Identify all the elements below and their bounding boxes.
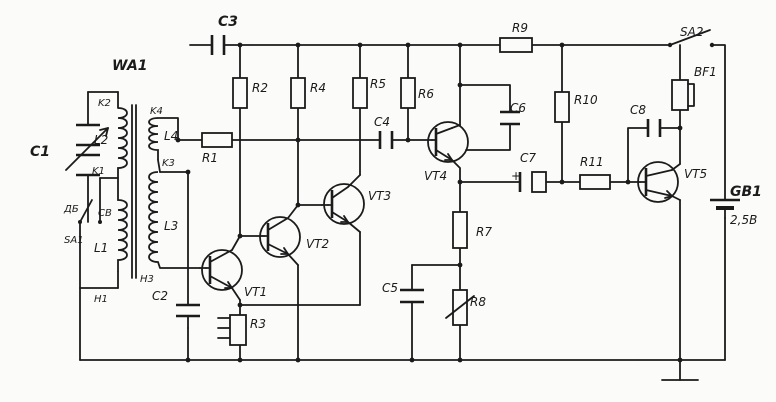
label-k4: K4 <box>150 106 163 117</box>
label-cb: CB <box>98 208 112 219</box>
label-vt4: VT4 <box>424 169 447 183</box>
capacitor-c7 <box>518 171 547 193</box>
label-r7: R7 <box>476 225 492 239</box>
label-r6: R6 <box>418 87 434 101</box>
label-voltage: 2,5В <box>730 213 757 227</box>
label-c7: C7 <box>520 151 536 165</box>
inductor-l2 <box>117 107 128 178</box>
label-plus: + <box>511 169 521 183</box>
capacitor-c6 <box>500 110 520 126</box>
resistor-r1 <box>201 132 233 148</box>
resistor-r3 <box>229 314 247 346</box>
inductor-l1 <box>117 178 128 272</box>
resistors <box>201 37 611 346</box>
label-r11: R11 <box>580 155 604 169</box>
earphone-bf1 <box>671 79 695 111</box>
battery-gb1 <box>710 198 740 219</box>
label-vt3: VT3 <box>368 189 391 203</box>
label-bf1: BF1 <box>694 65 717 79</box>
label-sa1: SA1 <box>64 235 84 246</box>
label-sa2: SA2 <box>680 25 703 39</box>
label-h1: H1 <box>94 294 108 305</box>
resistor-r6 <box>400 77 416 109</box>
capacitor-c3 <box>210 35 226 55</box>
transistor-vt5 <box>637 161 679 203</box>
label-k3: K3 <box>162 158 175 169</box>
label-r1: R1 <box>202 151 218 165</box>
label-c8: C8 <box>630 103 646 117</box>
transistors <box>201 121 679 291</box>
label-wa1: WA1 <box>112 58 148 74</box>
capacitor-c5 <box>400 288 424 304</box>
resistor-r10 <box>554 91 570 123</box>
label-c1: C1 <box>30 144 50 160</box>
r8-trim-arrow <box>445 295 475 319</box>
label-h3: H3 <box>140 274 154 285</box>
junctions <box>175 42 683 363</box>
inductor-l4 <box>148 117 159 160</box>
label-db: ДБ <box>63 204 79 215</box>
capacitor-c4 <box>378 131 394 149</box>
label-gb1: GB1 <box>730 184 762 200</box>
resistor-r5 <box>352 77 368 109</box>
capacitor-c8 <box>646 119 662 137</box>
label-l2: L2 <box>94 133 108 147</box>
label-vt1: VT1 <box>244 285 267 299</box>
label-l1: L1 <box>94 241 108 255</box>
capacitor-c2 <box>176 303 200 329</box>
labels: WA1 C1 C3 L2 L1 K2 K1 CB H1 ДБ SA1 K4 L4… <box>30 14 762 331</box>
wires <box>79 29 726 381</box>
label-c5: C5 <box>382 281 398 295</box>
resistor-r7 <box>452 211 468 249</box>
inductor-l3 <box>148 171 161 269</box>
label-l4: L4 <box>164 129 178 143</box>
label-c3: C3 <box>218 14 238 30</box>
transistor-vt1 <box>201 249 243 291</box>
label-r2: R2 <box>252 81 268 95</box>
label-k2: K2 <box>98 98 111 109</box>
resistor-r11 <box>579 174 611 190</box>
switch-sa2 <box>667 42 715 48</box>
label-c4: C4 <box>374 115 390 129</box>
label-r9: R9 <box>512 21 528 35</box>
resistor-r4 <box>290 77 306 109</box>
capacitors <box>65 35 662 329</box>
transistor-vt2 <box>259 216 301 258</box>
label-l3: L3 <box>164 219 178 233</box>
label-c6: C6 <box>510 101 526 115</box>
label-r8: R8 <box>470 295 486 309</box>
label-r5: R5 <box>370 77 386 91</box>
label-vt5: VT5 <box>684 167 707 181</box>
inductors-wa1 <box>117 104 161 279</box>
label-r3: R3 <box>250 317 266 331</box>
resistor-r9 <box>499 37 533 53</box>
label-r4: R4 <box>310 81 326 95</box>
label-k1: K1 <box>92 166 105 177</box>
label-vt2: VT2 <box>306 237 329 251</box>
resistor-r2 <box>232 77 248 109</box>
label-r10: R10 <box>574 93 598 107</box>
switch-sa1 <box>78 199 102 224</box>
label-c2: C2 <box>152 289 168 303</box>
transistor-vt4 <box>427 121 469 163</box>
capacitor-c1-variable <box>65 123 109 177</box>
transistor-vt3 <box>323 183 365 225</box>
